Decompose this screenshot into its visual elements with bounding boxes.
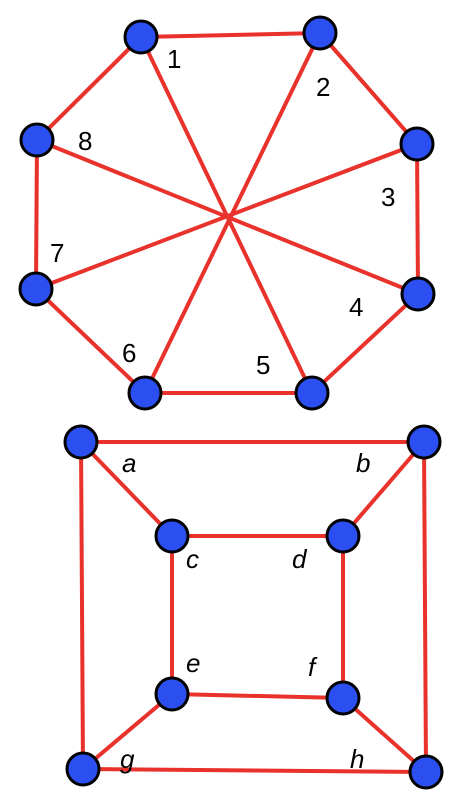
node-h	[408, 754, 444, 790]
edge-7-8	[34, 138, 39, 291]
edge-e-f	[170, 692, 345, 700]
cube-labels: a b c d e f g h	[120, 448, 370, 774]
node-3	[399, 126, 435, 162]
edge-a-g	[79, 440, 85, 771]
node-g	[65, 751, 101, 787]
node-a	[63, 424, 99, 460]
node-1	[123, 19, 159, 55]
edge-2-3	[318, 31, 419, 146]
label-3: 3	[381, 182, 395, 212]
node-6	[127, 375, 163, 411]
label-2: 2	[316, 72, 330, 102]
label-8: 8	[78, 126, 92, 156]
node-c	[154, 518, 190, 554]
edge-4-8	[35, 138, 420, 296]
edge-6-7	[34, 287, 147, 395]
label-h: h	[350, 744, 364, 774]
label-4: 4	[349, 292, 363, 322]
label-5: 5	[256, 350, 270, 380]
edge-e-g	[81, 692, 174, 771]
node-8	[19, 122, 55, 158]
node-f	[325, 680, 361, 716]
label-d: d	[292, 544, 308, 574]
node-b	[406, 424, 442, 460]
edge-g-h	[81, 767, 428, 774]
label-1: 1	[167, 44, 181, 74]
label-c: c	[186, 544, 199, 574]
octagon-labels: 1 2 3 4 5 6 7 8	[50, 44, 395, 380]
edge-f-h	[341, 696, 428, 774]
cube-nodes	[63, 424, 444, 790]
edge-1-2	[139, 31, 322, 39]
label-g: g	[120, 744, 135, 774]
node-2	[302, 15, 338, 51]
edge-4-5	[310, 292, 420, 395]
node-4	[400, 276, 436, 312]
cube-edges	[79, 440, 428, 774]
label-f: f	[308, 652, 318, 682]
octagon-nodes	[18, 15, 436, 411]
node-7	[18, 271, 54, 307]
node-e	[154, 676, 190, 712]
label-e: e	[186, 648, 200, 678]
edge-a-c	[79, 440, 174, 538]
edge-b-d	[341, 440, 426, 538]
node-5	[294, 375, 330, 411]
label-6: 6	[122, 338, 136, 368]
label-7: 7	[50, 238, 64, 268]
edge-b-h	[422, 440, 428, 774]
edge-8-1	[35, 35, 143, 142]
octagon-graph: 1 2 3 4 5 6 7 8	[18, 15, 436, 411]
edge-3-4	[415, 142, 420, 296]
node-d	[325, 518, 361, 554]
label-b: b	[356, 448, 370, 478]
octagon-edges	[34, 31, 420, 395]
cube-graph: a b c d e f g h	[63, 424, 444, 790]
label-a: a	[122, 448, 136, 478]
